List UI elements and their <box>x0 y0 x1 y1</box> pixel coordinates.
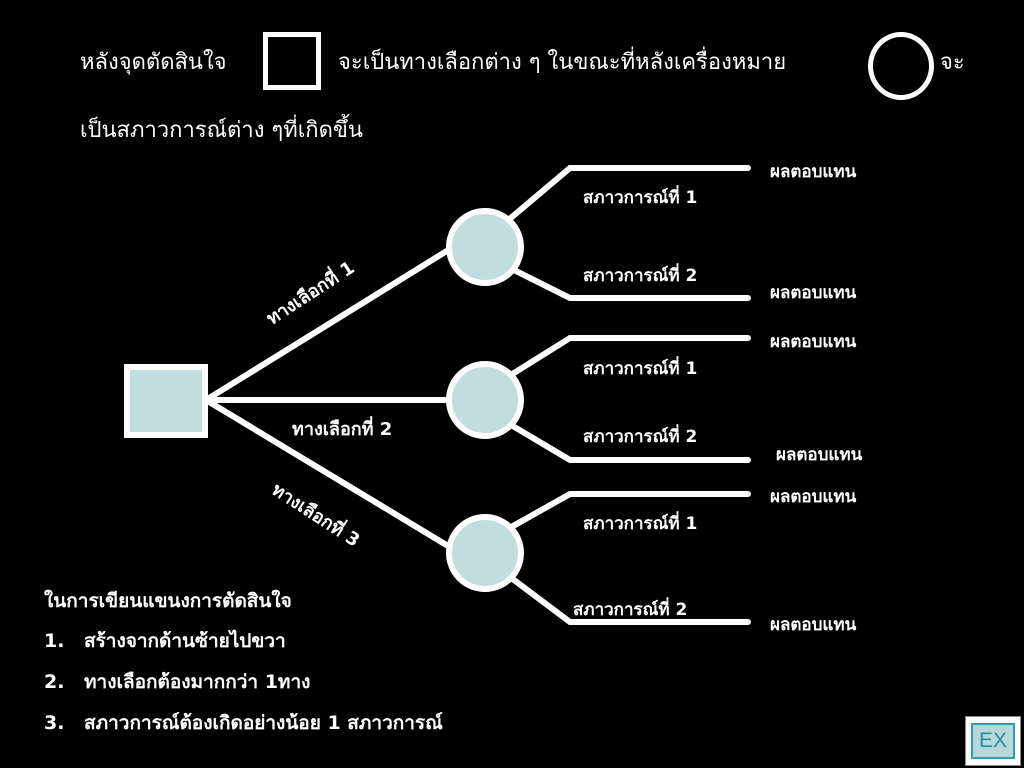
alt-1-state-2-payoff: ผลตอบแทน <box>770 283 857 303</box>
alt-2-state-1-edge <box>503 335 751 381</box>
alt-1-state-2-label: สภาวการณ์ที่ 2 <box>583 266 698 286</box>
chance-node-1 <box>446 208 524 286</box>
alt-3-state-2-edge <box>503 571 751 625</box>
alt-1-edge <box>203 241 461 403</box>
list-text: ทางเลือกต้องมากกว่า 1ทาง <box>84 670 311 693</box>
chance-node-2 <box>446 361 524 439</box>
decision-node <box>124 364 208 438</box>
alt-2-state-1-payoff: ผลตอบแทน <box>770 332 857 352</box>
chance-circle-symbol <box>868 32 934 100</box>
intro-part1: หลังจุดตัดสินใจ <box>80 50 227 75</box>
alt-3-state-2-payoff: ผลตอบแทน <box>770 615 857 635</box>
alt-3-edge <box>203 397 461 555</box>
list-text: สร้างจากด้านซ้ายไปขวา <box>84 629 286 652</box>
alt-1-state-2-edge <box>503 263 751 301</box>
alt-3-state-1-edge <box>503 491 751 533</box>
alt-2-state-2-edge <box>503 419 751 463</box>
list-number: 1. <box>44 629 65 652</box>
intro-part3: จะ <box>940 50 965 75</box>
ex-button[interactable]: EX <box>965 716 1021 766</box>
notes-block: ในการเขียนแขนงการตัดสินใจ 1. สร้างจากด้า… <box>44 586 443 743</box>
alt-2-state-1-label: สภาวการณ์ที่ 1 <box>583 359 698 379</box>
alt-3-state-1-label: สภาวการณ์ที่ 1 <box>583 514 698 534</box>
alt-3-state-2-label: สภาวการณ์ที่ 2 <box>573 600 688 620</box>
list-number: 3. <box>44 711 65 734</box>
list-text: สภาวการณ์ต้องเกิดอย่างน้อย 1 สภาวการณ์ <box>84 711 443 734</box>
list-item: 3. สภาวการณ์ต้องเกิดอย่างน้อย 1 สภาวการณ… <box>44 702 443 743</box>
list-item: 1. สร้างจากด้านซ้ายไปขวา <box>44 620 443 661</box>
ex-button-label: EX <box>971 723 1015 759</box>
alternative-2-label: ทางเลือกที่ 2 <box>292 419 393 440</box>
alt-1-state-1-payoff: ผลตอบแทน <box>770 162 857 182</box>
list-number: 2. <box>44 670 65 693</box>
alt-2-state-2-label: สภาวการณ์ที่ 2 <box>583 427 698 447</box>
notes-heading: ในการเขียนแขนงการตัดสินใจ <box>44 590 292 612</box>
intro-line2: เป็นสภาวการณ์ต่าง ๆที่เกิดขึ้น <box>80 118 363 143</box>
alt-3-state-1-payoff: ผลตอบแทน <box>770 487 857 507</box>
alt-1-state-1-label: สภาวการณ์ที่ 1 <box>583 188 698 208</box>
list-item: 2. ทางเลือกต้องมากกว่า 1ทาง <box>44 661 443 702</box>
decision-square-symbol <box>263 32 321 90</box>
alt-1-state-1-edge <box>503 165 751 225</box>
chance-node-3 <box>446 514 524 592</box>
intro-part2: จะเป็นทางเลือกต่าง ๆ ในขณะที่หลังเครื่อง… <box>338 50 787 75</box>
alt-2-state-2-payoff: ผลตอบแทน <box>776 445 863 465</box>
